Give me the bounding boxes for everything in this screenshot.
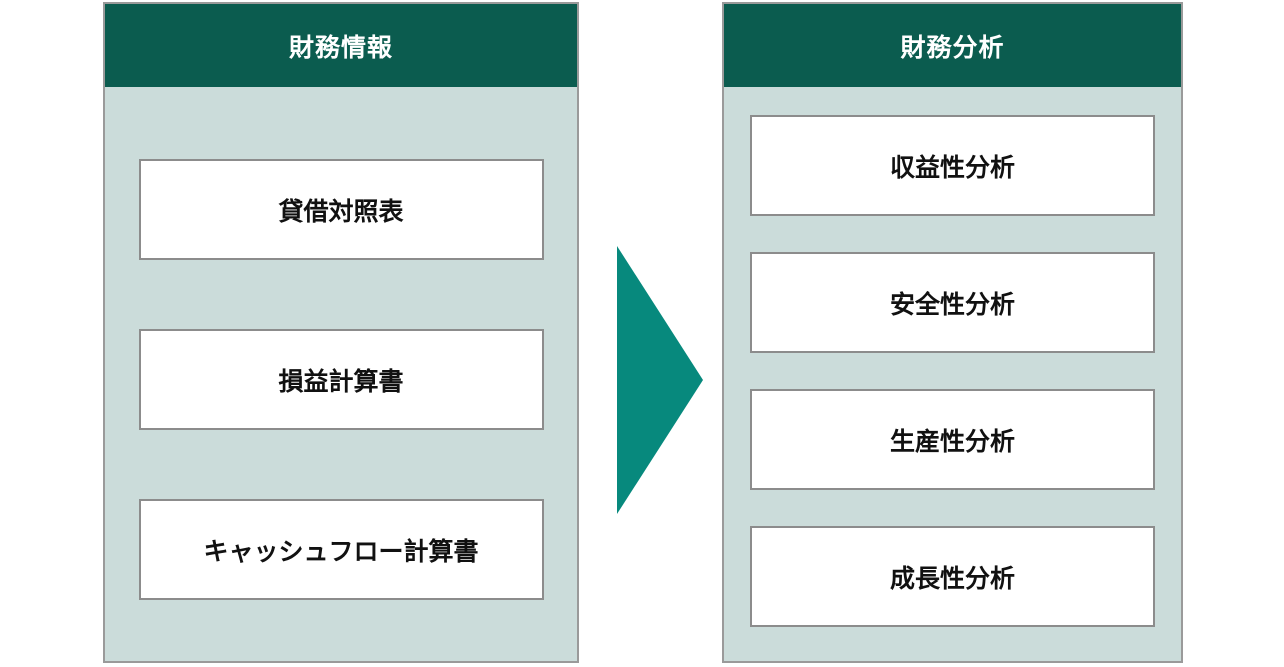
panel-financial-information: 財務情報 貸借対照表 損益計算書 キャッシュフロー計算書: [103, 2, 579, 663]
arrow-polygon: [617, 246, 703, 514]
panel-title-right: 財務分析: [900, 33, 1005, 62]
panel-title-left: 財務情報: [288, 33, 393, 62]
panel-body-financial-information: 貸借対照表 損益計算書 キャッシュフロー計算書: [105, 87, 577, 661]
panel-header-financial-information: 財務情報: [105, 4, 577, 87]
item-stability-analysis[interactable]: 安全性分析: [750, 252, 1155, 353]
item-productivity-analysis[interactable]: 生産性分析: [750, 389, 1155, 490]
item-label: 成長性分析: [889, 564, 1015, 593]
panel-body-financial-analysis: 収益性分析 安全性分析 生産性分析 成長性分析: [724, 87, 1181, 661]
item-balance-sheet[interactable]: 貸借対照表: [138, 159, 544, 260]
item-growth-analysis[interactable]: 成長性分析: [750, 526, 1155, 627]
item-profitability-analysis[interactable]: 収益性分析: [750, 115, 1155, 216]
item-cash-flow-statement[interactable]: キャッシュフロー計算書: [138, 499, 544, 600]
arrow-shape: [617, 246, 703, 514]
item-label: 損益計算書: [278, 367, 404, 396]
item-income-statement[interactable]: 損益計算書: [138, 329, 544, 430]
item-label: 生産性分析: [889, 427, 1015, 456]
panel-financial-analysis: 財務分析 収益性分析 安全性分析 生産性分析 成長性分析: [722, 2, 1183, 663]
panel-header-financial-analysis: 財務分析: [724, 4, 1181, 87]
item-label: 安全性分析: [889, 290, 1015, 319]
item-label: 収益性分析: [889, 153, 1015, 182]
right-triangle-arrow-icon: [617, 246, 703, 514]
item-label: 貸借対照表: [278, 197, 404, 226]
item-label: キャッシュフロー計算書: [203, 537, 479, 566]
